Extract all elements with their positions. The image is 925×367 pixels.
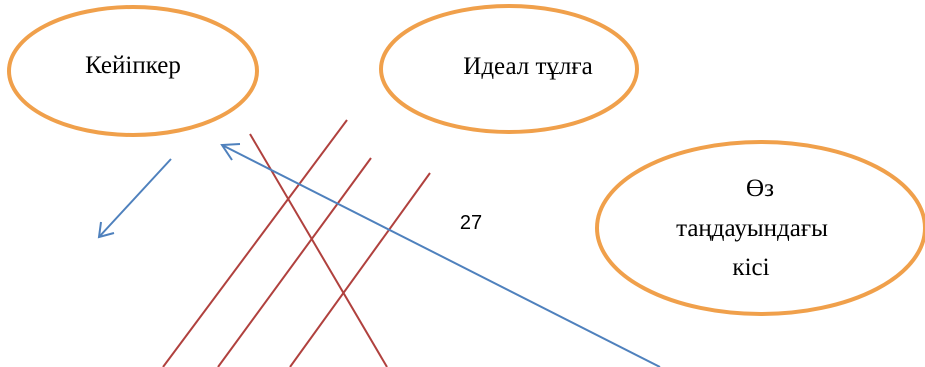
red-line-2 [217, 157, 372, 367]
chosen-person-label-line-2: таңдауындағы [676, 215, 828, 242]
page-number: 27 [460, 212, 482, 234]
blue-arrowhead-long [220, 143, 241, 161]
ideal-person-ellipse [379, 4, 639, 134]
character-ellipse [7, 5, 259, 137]
red-line-4 [249, 133, 388, 367]
blue-arrow-long [221, 144, 661, 367]
red-line-1 [162, 119, 348, 367]
chosen-person-ellipse [595, 140, 925, 316]
blue-arrowhead-down-left [97, 221, 115, 239]
chosen-person-label-line-3: кісі [732, 254, 769, 281]
character-label: Кейіпкер [85, 52, 181, 79]
blue-arrow-down-left [98, 158, 172, 238]
red-line-3 [289, 172, 431, 367]
chosen-person-label-line-1: Өз [746, 175, 774, 202]
ideal-person-label: Идеал тұлға [463, 53, 592, 80]
